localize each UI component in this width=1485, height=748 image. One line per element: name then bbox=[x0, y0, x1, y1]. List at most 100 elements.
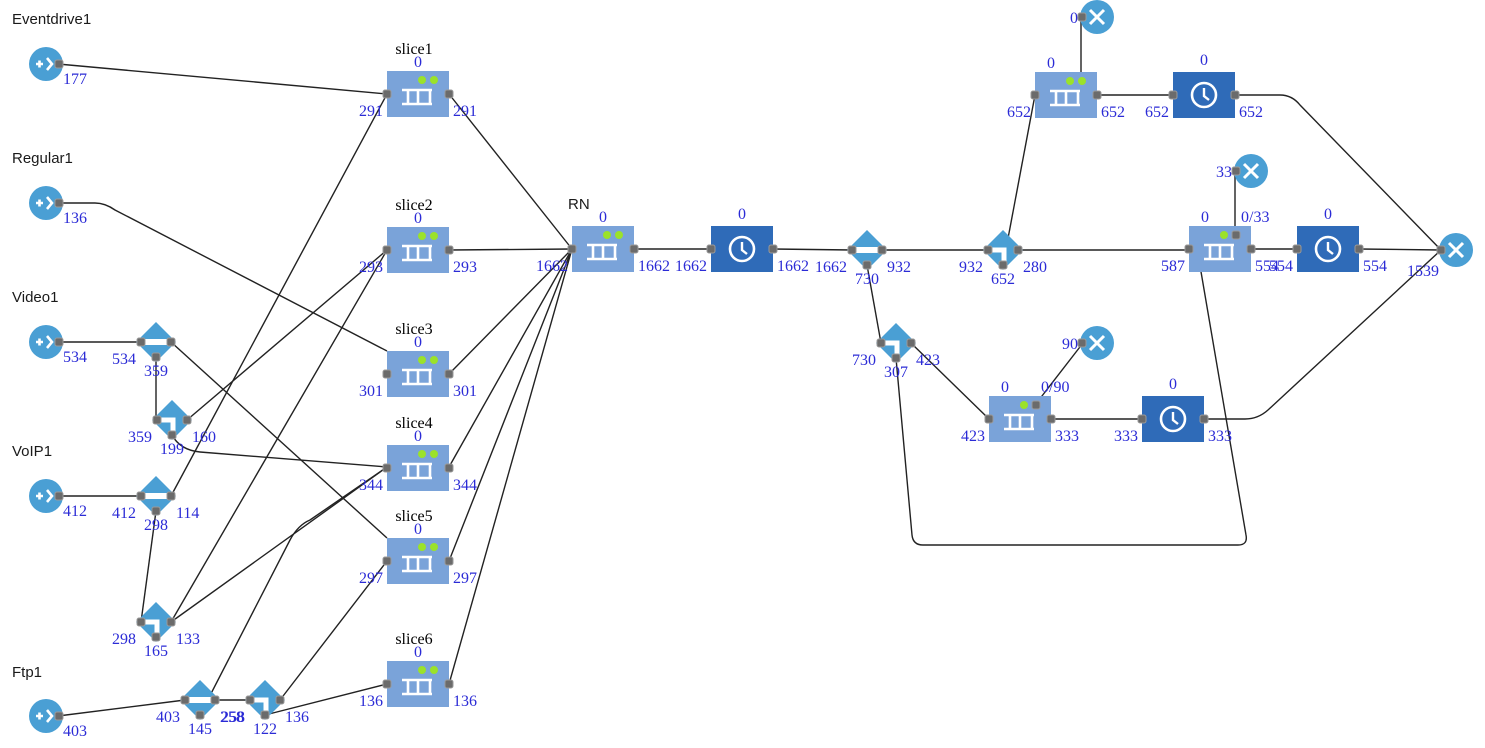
sink-in-port[interactable] bbox=[1077, 12, 1087, 22]
split-out-true-port[interactable] bbox=[210, 695, 220, 705]
wire-voip-split2[interactable] bbox=[140, 510, 157, 623]
queue-out-port[interactable] bbox=[444, 245, 454, 255]
delay-out-port[interactable] bbox=[1230, 90, 1240, 100]
delay-in-port[interactable] bbox=[1168, 90, 1178, 100]
wire-video-slice5[interactable] bbox=[170, 341, 388, 539]
source-video1[interactable] bbox=[29, 325, 63, 359]
queue-q-mid[interactable] bbox=[1189, 226, 1251, 272]
delay-delay-rn[interactable] bbox=[711, 226, 773, 272]
split-in-port[interactable] bbox=[245, 695, 255, 705]
split-out-false-port[interactable] bbox=[167, 430, 177, 440]
queue-in-port[interactable] bbox=[382, 556, 392, 566]
queue-timeout-port[interactable] bbox=[1231, 230, 1241, 240]
sink-in-port[interactable] bbox=[1436, 245, 1446, 255]
selectoutput-rn-split2[interactable] bbox=[983, 230, 1023, 270]
split-out-true-port[interactable] bbox=[182, 415, 192, 425]
split-in-port[interactable] bbox=[180, 695, 190, 705]
sink-sink-final[interactable] bbox=[1439, 233, 1473, 267]
delay-delay-mid[interactable] bbox=[1297, 226, 1359, 272]
queue-in-port[interactable] bbox=[1030, 90, 1040, 100]
source-out-port[interactable] bbox=[54, 198, 64, 208]
selectoutput-rn-split[interactable] bbox=[847, 230, 887, 270]
split-out-false-port[interactable] bbox=[891, 353, 901, 363]
wire-voip2-slice4[interactable] bbox=[170, 466, 388, 623]
wire-eventdrive-slice1[interactable] bbox=[57, 63, 388, 95]
queue-in-port[interactable] bbox=[1184, 244, 1194, 254]
sink-sink-mid[interactable] bbox=[1234, 154, 1268, 188]
source-out-port[interactable] bbox=[54, 491, 64, 501]
wire-slice2-rn[interactable] bbox=[448, 248, 573, 251]
source-voip1[interactable] bbox=[29, 479, 63, 513]
selectoutput-lower-split[interactable] bbox=[876, 323, 916, 363]
delay-in-port[interactable] bbox=[706, 244, 716, 254]
split-out-true-port[interactable] bbox=[906, 338, 916, 348]
wire-slice4-rn[interactable] bbox=[448, 248, 573, 468]
split-in-port[interactable] bbox=[136, 491, 146, 501]
wire-ftp-split[interactable] bbox=[57, 699, 186, 717]
queue-in-port[interactable] bbox=[382, 245, 392, 255]
split-out-true-port[interactable] bbox=[877, 245, 887, 255]
queue-in-port[interactable] bbox=[382, 369, 392, 379]
wire-delaylow-final[interactable] bbox=[1204, 249, 1442, 420]
split-out-false-port[interactable] bbox=[260, 710, 270, 720]
wire-video2-slice2[interactable] bbox=[186, 249, 388, 421]
delay-in-port[interactable] bbox=[1292, 244, 1302, 254]
sink-sink-top[interactable] bbox=[1080, 0, 1114, 34]
wire-qlow-sink[interactable] bbox=[1034, 342, 1084, 406]
wire-slice3-rn[interactable] bbox=[448, 248, 573, 375]
queue-timeout-port[interactable] bbox=[1031, 400, 1041, 410]
source-out-port[interactable] bbox=[54, 337, 64, 347]
wire-slice1-rn[interactable] bbox=[448, 93, 573, 250]
queue-slice1[interactable] bbox=[387, 71, 449, 117]
wire-lower-qlow[interactable] bbox=[910, 342, 990, 420]
wire-slice5-rn[interactable] bbox=[448, 248, 573, 562]
delay-delay-low[interactable] bbox=[1142, 396, 1204, 442]
queue-rn[interactable] bbox=[572, 226, 634, 272]
split-out-true-port[interactable] bbox=[1013, 245, 1023, 255]
queue-q-top[interactable] bbox=[1035, 72, 1097, 118]
source-ftp1[interactable] bbox=[29, 699, 63, 733]
split-in-port[interactable] bbox=[136, 617, 146, 627]
wire-split-lower[interactable] bbox=[866, 264, 882, 344]
queue-slice4[interactable] bbox=[387, 445, 449, 491]
split-in-port[interactable] bbox=[136, 337, 146, 347]
split-out-false-port[interactable] bbox=[862, 260, 872, 270]
split-out-false-port[interactable] bbox=[998, 260, 1008, 270]
queue-out-port[interactable] bbox=[444, 463, 454, 473]
wire-voip-slice1[interactable] bbox=[170, 93, 388, 497]
split-out-true-port[interactable] bbox=[166, 337, 176, 347]
split-in-port[interactable] bbox=[983, 245, 993, 255]
delay-out-port[interactable] bbox=[1199, 414, 1209, 424]
split-in-port[interactable] bbox=[847, 245, 857, 255]
wire-regular-slice3[interactable] bbox=[58, 202, 388, 352]
queue-out-port[interactable] bbox=[629, 244, 639, 254]
split-out-false-port[interactable] bbox=[151, 352, 161, 362]
source-out-port[interactable] bbox=[54, 711, 64, 721]
wire-delay-split[interactable] bbox=[772, 248, 853, 251]
wire-voip2-slice2[interactable] bbox=[170, 249, 388, 623]
wire-ftp2-slice6[interactable] bbox=[264, 683, 388, 716]
split-in-port[interactable] bbox=[876, 338, 886, 348]
wire-delaytop-final[interactable] bbox=[1235, 94, 1442, 251]
split-out-false-port[interactable] bbox=[151, 632, 161, 642]
queue-in-port[interactable] bbox=[382, 679, 392, 689]
delay-out-port[interactable] bbox=[1354, 244, 1364, 254]
selectoutput-voip-split[interactable] bbox=[136, 476, 176, 516]
queue-in-port[interactable] bbox=[567, 244, 577, 254]
queue-out-port[interactable] bbox=[444, 369, 454, 379]
split-out-false-port[interactable] bbox=[195, 710, 205, 720]
wire-loop[interactable] bbox=[895, 259, 1248, 546]
queue-out-port[interactable] bbox=[1046, 414, 1056, 424]
selectoutput-ftp-split2[interactable] bbox=[245, 680, 285, 720]
selectoutput-video-split[interactable] bbox=[136, 322, 176, 362]
queue-in-port[interactable] bbox=[984, 414, 994, 424]
queue-slice5[interactable] bbox=[387, 538, 449, 584]
source-out-port[interactable] bbox=[54, 59, 64, 69]
queue-slice3[interactable] bbox=[387, 351, 449, 397]
queue-slice6[interactable] bbox=[387, 661, 449, 707]
split-in-port[interactable] bbox=[152, 415, 162, 425]
selectoutput-video-split2[interactable] bbox=[152, 400, 192, 440]
queue-out-port[interactable] bbox=[444, 679, 454, 689]
wire-ftp2-slice5[interactable] bbox=[279, 560, 388, 701]
wire-delaymid-final[interactable] bbox=[1358, 248, 1442, 251]
